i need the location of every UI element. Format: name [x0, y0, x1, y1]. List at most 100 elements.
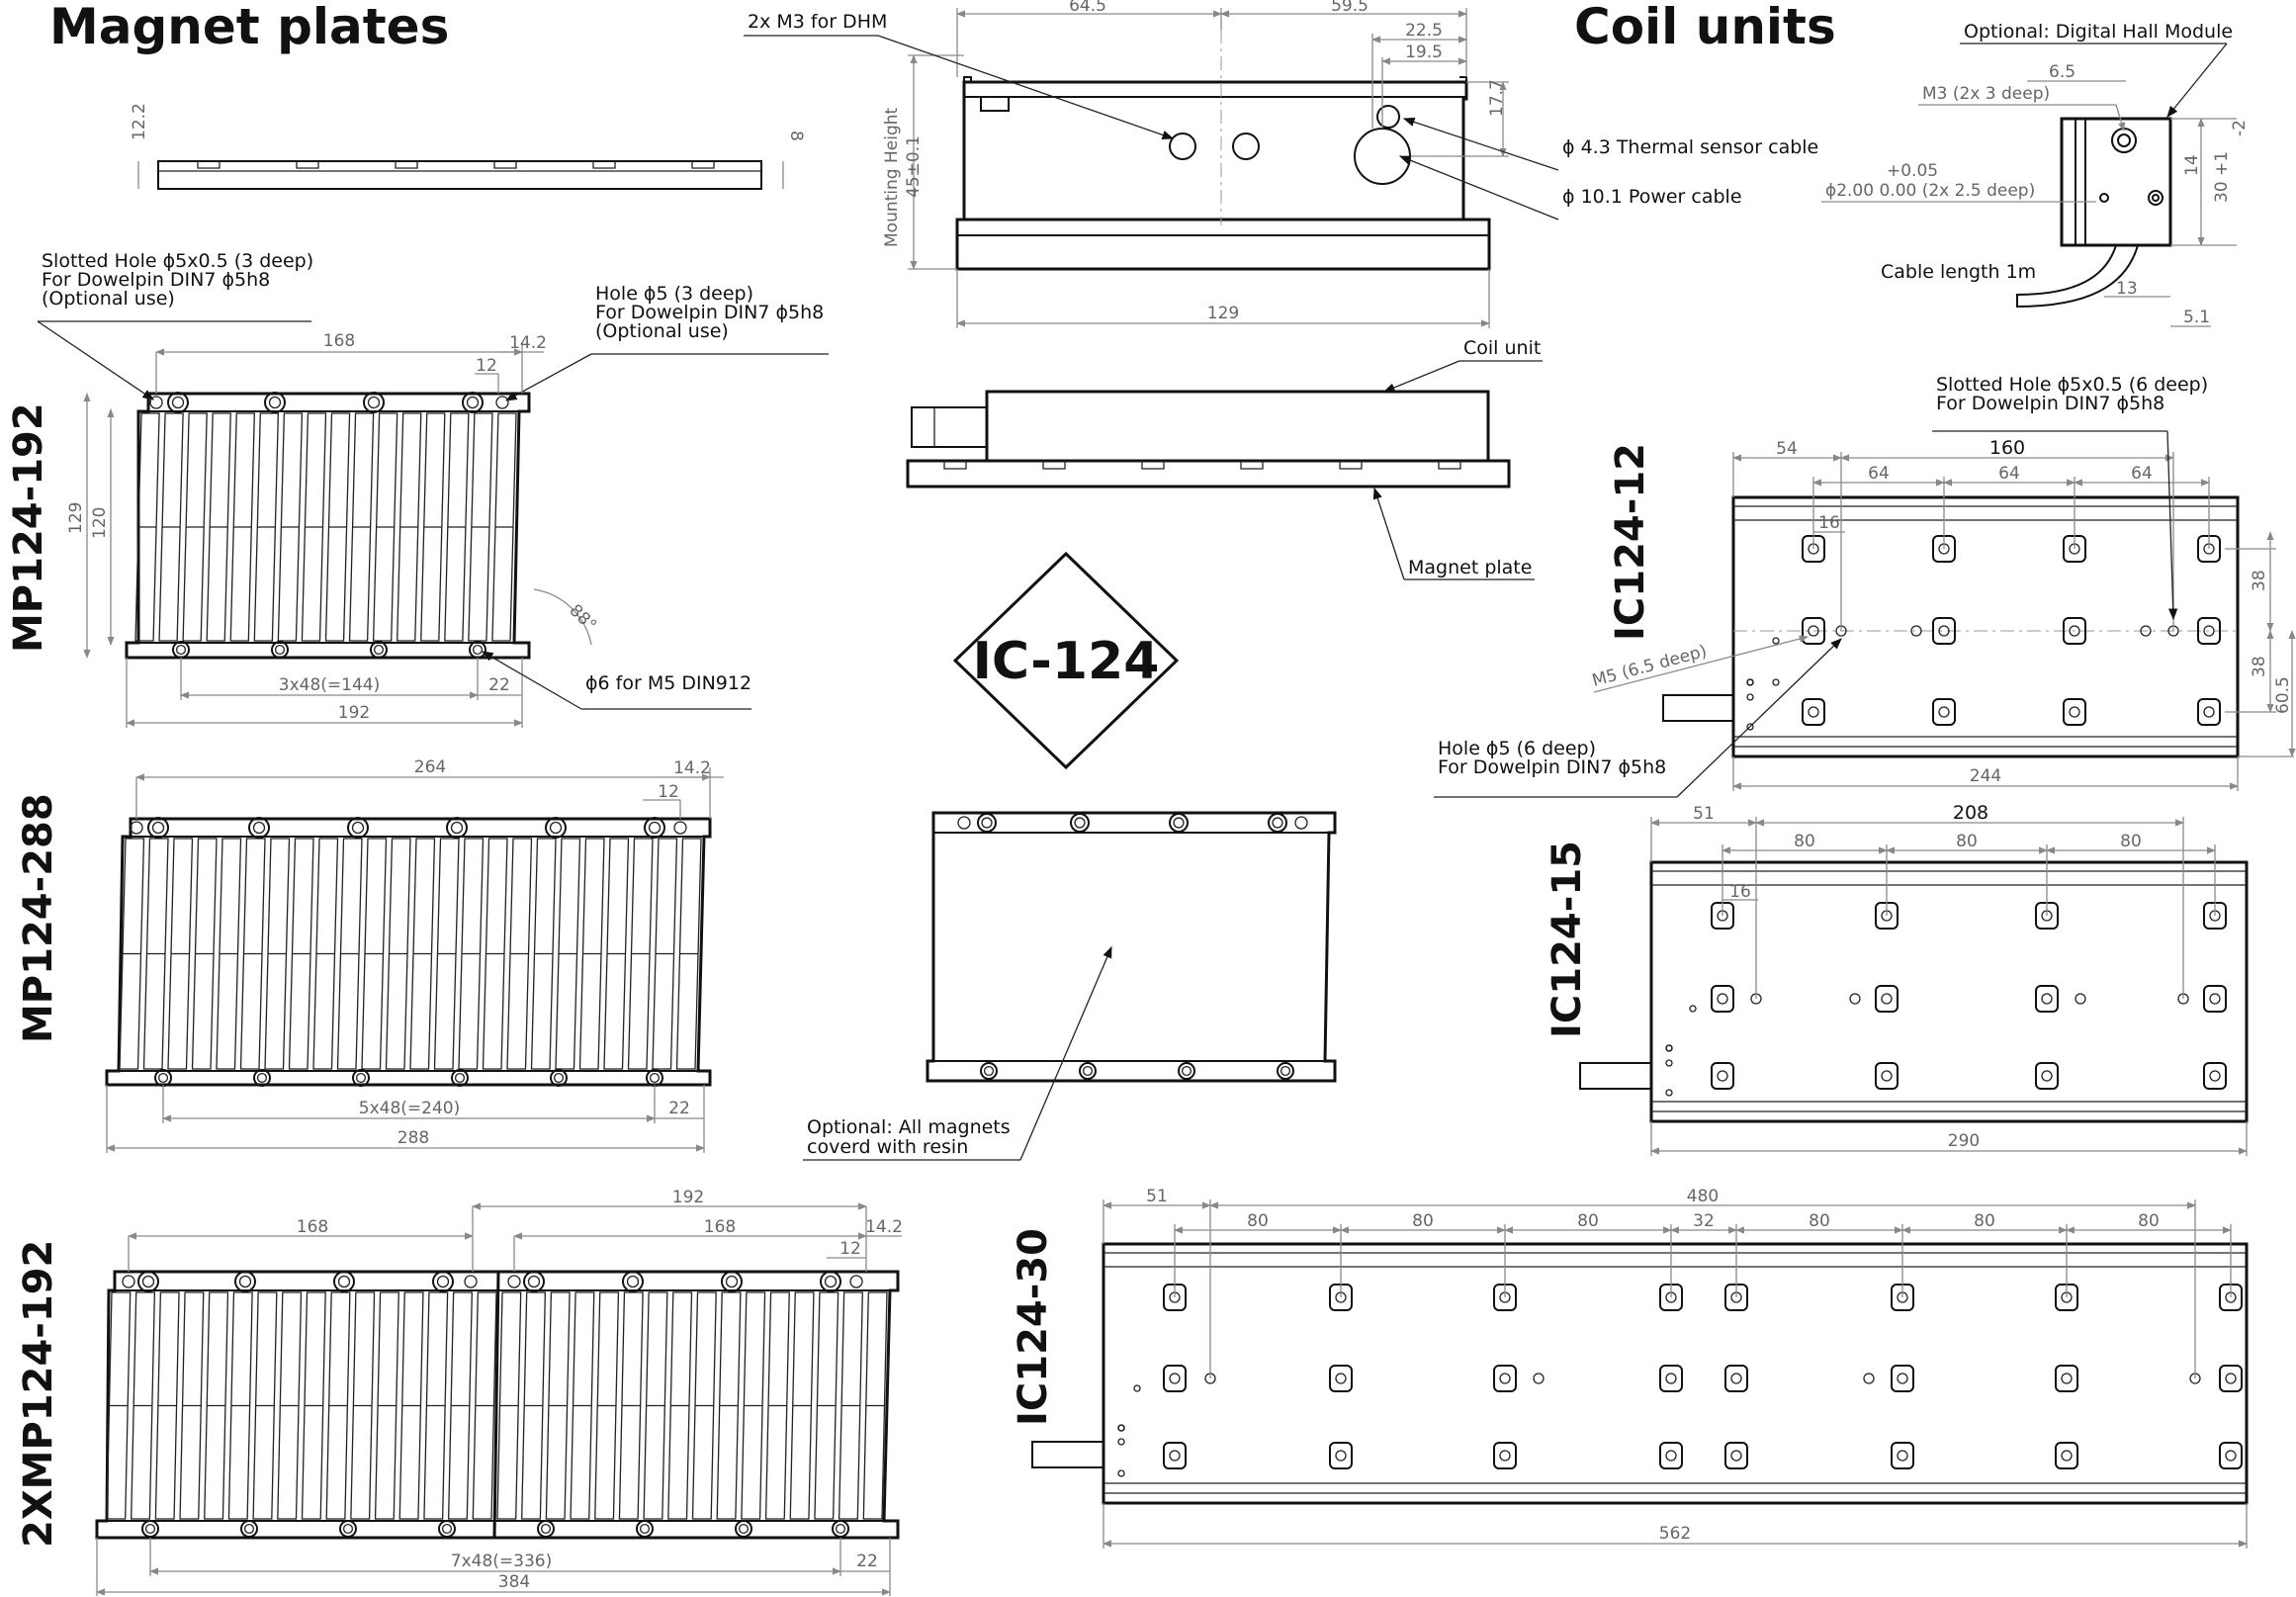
dim-129: 129 — [66, 502, 86, 534]
mp192-plate: 168 12 14.2 129 120 88° 3x48(=144) 22 19… — [66, 331, 751, 728]
dowel-hole — [1133, 1384, 1141, 1392]
dim-16: 16 — [1729, 882, 1751, 902]
mounting-hole — [339, 1520, 357, 1538]
mounting-hole — [271, 641, 289, 659]
dim-64-5: 64.5 — [1069, 0, 1106, 16]
dim-12: 12 — [658, 782, 679, 802]
threaded-insert — [2219, 1442, 2243, 1469]
mounting-hole — [523, 1271, 545, 1292]
mounting-hole-inner — [648, 821, 662, 835]
threaded-insert-bore — [1499, 1450, 1511, 1462]
mounting-hole — [172, 641, 190, 659]
dowel-hole — [1772, 637, 1780, 645]
note-ic-slotted-2: For Dowelpin DIN7 ϕ5h8 — [1936, 393, 2164, 414]
mounting-hole-inner — [367, 396, 381, 409]
dowel-hole — [1117, 1438, 1125, 1446]
mounting-hole-inner — [157, 1072, 169, 1084]
mounting-hole — [980, 1062, 998, 1080]
dim-16: 16 — [1818, 513, 1840, 533]
note-magnet-plate: Magnet plate — [1408, 557, 1532, 578]
threaded-insert-bore — [1881, 993, 1893, 1005]
dim-168-left: 168 — [297, 1217, 328, 1237]
mounting-hole-inner — [725, 1275, 739, 1288]
dowel-hole — [1294, 816, 1308, 830]
magnet-bar — [603, 838, 630, 1070]
dim-168: 168 — [323, 331, 355, 351]
threaded-insert-bore — [1499, 1373, 1511, 1384]
magnet-bar — [444, 412, 470, 642]
dowel-hole — [1746, 678, 1754, 686]
note-hole-3: (Optional use) — [595, 320, 729, 342]
coil-on-plate-view: Coil unit Magnet plate — [906, 337, 1543, 580]
note-slotted-hole-2: For Dowelpin DIN7 ϕ5h8 — [42, 269, 270, 291]
dowel-hole — [1117, 1424, 1125, 1432]
magnet-bar — [862, 1291, 888, 1520]
threaded-insert — [2035, 985, 2059, 1013]
mounting-hole — [832, 1520, 849, 1538]
magnet-bar — [667, 1291, 693, 1520]
mounting-hole-inner — [151, 821, 165, 835]
slot — [1141, 461, 1165, 470]
threaded-insert-bore — [1730, 1450, 1742, 1462]
dim-264: 264 — [414, 757, 446, 777]
magnet-bar — [433, 838, 460, 1070]
mounting-hole-inner — [983, 1065, 995, 1077]
magnet-bar — [530, 838, 557, 1070]
dim-17-7: 17.7 — [1487, 79, 1507, 117]
magnet-bar — [618, 1291, 644, 1520]
mounting-hole — [253, 1069, 271, 1087]
mounting-hole-inner — [540, 1523, 552, 1535]
dim-120: 120 — [90, 507, 110, 539]
mounting-hole — [347, 817, 369, 839]
mounting-hole — [333, 1271, 355, 1292]
dim-192: 192 — [338, 703, 370, 723]
dim-290: 290 — [1948, 1131, 1980, 1151]
magnet-bar — [158, 412, 184, 642]
magnet-bar — [458, 838, 485, 1070]
dim-chain-ic30_80c: 80 — [1577, 1211, 1599, 1231]
dowel-hole — [1689, 1005, 1697, 1013]
magnet-bar — [252, 1291, 278, 1520]
threaded-insert — [1659, 1365, 1683, 1392]
threaded-insert — [2197, 617, 2221, 645]
dim-14-2: 14.2 — [865, 1217, 903, 1237]
mounting-hole-inner — [373, 644, 385, 656]
note-slotted-hole-1: Slotted Hole ϕ5x0.5 (3 deep) — [42, 250, 313, 272]
mounting-hole — [240, 1520, 258, 1538]
magnet-bar — [134, 412, 160, 642]
threaded-insert — [2035, 1062, 2059, 1090]
mounting-hole-inner — [824, 1275, 838, 1288]
note-m3-dhm: 2x M3 for DHM — [748, 11, 887, 33]
magnet-bar — [264, 838, 291, 1070]
dim-22: 22 — [856, 1552, 878, 1571]
threaded-insert-bore — [1335, 1373, 1347, 1384]
magnet-bar — [652, 838, 678, 1070]
dowel-hole — [1665, 1059, 1673, 1067]
magnet-plates-title: Magnet plates — [49, 0, 449, 55]
magnet-bar — [336, 838, 363, 1070]
mounting-hole-inner — [268, 396, 282, 409]
magnet-bar — [154, 1291, 180, 1520]
threaded-insert — [1711, 985, 1734, 1013]
dim-54: 54 — [1776, 439, 1798, 459]
magnet-bar — [301, 1291, 326, 1520]
mounting-hole — [264, 392, 286, 413]
dim-60-5: 60.5 — [2273, 676, 2293, 714]
threaded-insert — [1493, 1442, 1517, 1469]
mounting-hole — [820, 1271, 841, 1292]
slot — [592, 161, 616, 169]
mounting-hole-inner — [436, 1275, 450, 1288]
threaded-insert-bore — [2041, 1070, 2053, 1082]
threaded-insert — [1659, 1442, 1683, 1469]
ic15-label: IC124-15 — [1545, 841, 1590, 1038]
threaded-insert-bore — [2209, 1070, 2221, 1082]
mounting-hole-inner — [450, 821, 464, 835]
slot — [493, 161, 517, 169]
mounting-hole-inner — [527, 1275, 541, 1288]
threaded-insert-bore — [1897, 1450, 1908, 1462]
magnet-bar — [277, 1291, 303, 1520]
dowel-hole — [1772, 678, 1780, 686]
magnet-bar — [409, 838, 436, 1070]
dowel-hole — [1910, 625, 1922, 637]
